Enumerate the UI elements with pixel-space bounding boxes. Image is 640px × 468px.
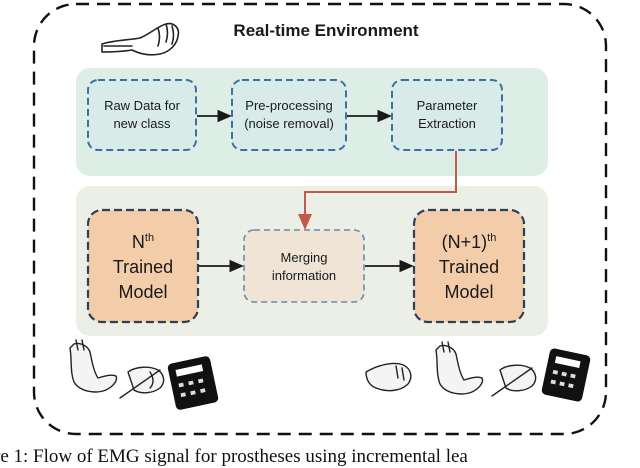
parameter-extraction-label-line2: Extraction bbox=[418, 116, 476, 131]
svg-text:(N+1)th: (N+1)th bbox=[442, 232, 497, 252]
calculator-sketch-icon-right bbox=[541, 348, 591, 402]
merging-label-line2: information bbox=[272, 268, 336, 283]
next-model-line2: Trained bbox=[439, 257, 499, 277]
hand-flexion-sketch-icon bbox=[69, 339, 118, 393]
hand-flexion-sketch-icon-right bbox=[435, 341, 484, 395]
preprocessing-label-line2: (noise removal) bbox=[244, 116, 334, 131]
merging-label-line1: Merging bbox=[281, 250, 328, 265]
figure-caption: re 1: Flow of EMG signal for prostheses … bbox=[0, 446, 468, 467]
arrow-extraction-to-merging bbox=[298, 151, 457, 230]
raw-data-node: Raw Data for new class bbox=[87, 79, 197, 151]
fist-sketch-icon bbox=[101, 22, 180, 56]
next-model-node: (N+1)th Trained Model bbox=[412, 208, 526, 324]
nth-model-line3: Model bbox=[118, 282, 167, 302]
merging-node: Merging information bbox=[243, 229, 365, 303]
preprocessing-node: Pre-processing (noise removal) bbox=[231, 79, 347, 151]
calculator-sketch-icon bbox=[167, 356, 219, 410]
nth-model-line2: Trained bbox=[113, 257, 173, 277]
environment-boundary bbox=[32, 2, 608, 436]
preprocessing-label-line1: Pre-processing bbox=[245, 98, 332, 113]
pen-grip-sketch-icon-right bbox=[491, 364, 537, 397]
fist-sketch-icon-right bbox=[365, 362, 412, 392]
nth-model-base: N bbox=[132, 232, 145, 252]
pen-grip-sketch-icon bbox=[119, 366, 165, 399]
environment-title: Real-time Environment bbox=[233, 21, 418, 40]
nth-model-node: Nth Trained Model bbox=[86, 208, 200, 324]
next-model-line3: Model bbox=[444, 282, 493, 302]
next-model-sup: th bbox=[487, 232, 496, 244]
raw-data-label-line1: Raw Data for bbox=[104, 98, 181, 113]
svg-text:Nth: Nth bbox=[132, 232, 154, 252]
parameter-extraction-node: Parameter Extraction bbox=[391, 79, 503, 151]
parameter-extraction-label-line1: Parameter bbox=[417, 98, 478, 113]
nth-model-sup: th bbox=[145, 232, 154, 244]
next-model-base: (N+1) bbox=[442, 232, 488, 252]
raw-data-label-line2: new class bbox=[113, 116, 171, 131]
